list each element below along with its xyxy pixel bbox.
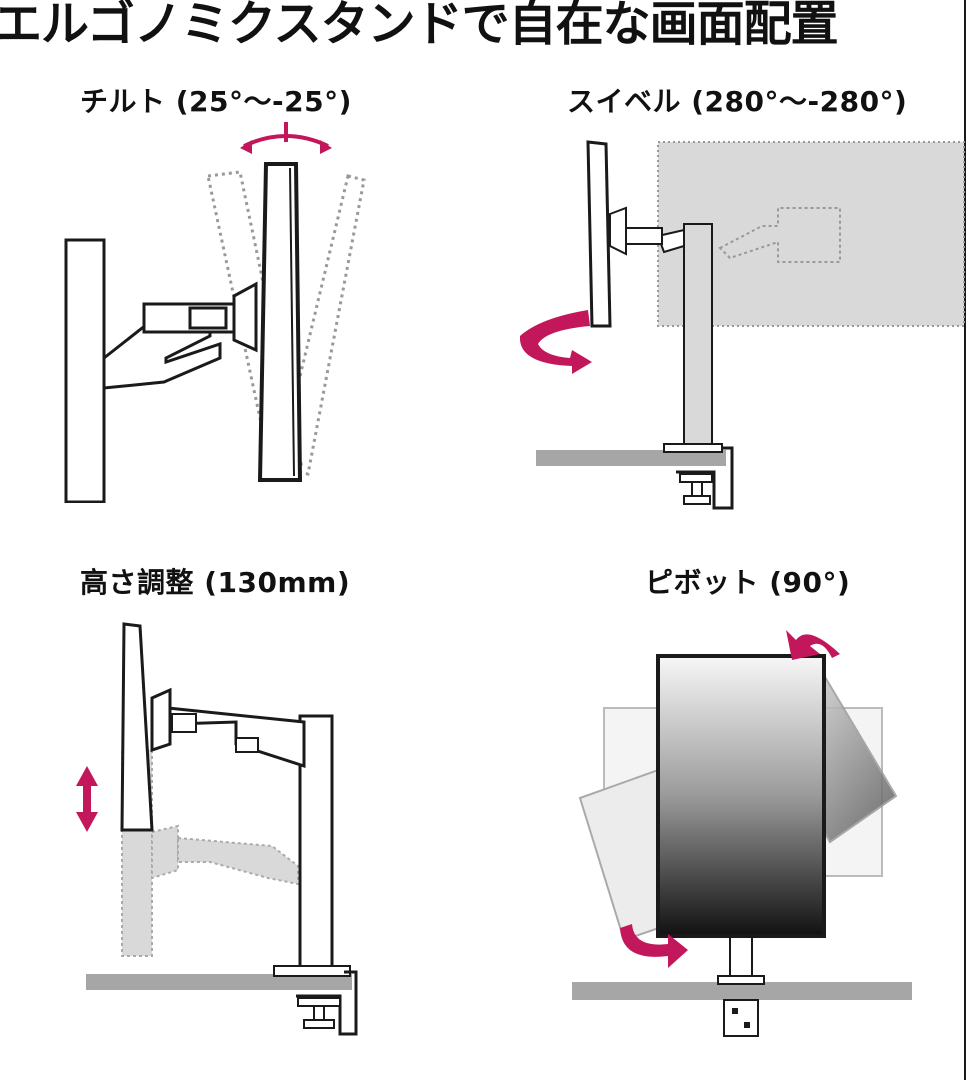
pivot-desk <box>572 982 912 1000</box>
page-title: エルゴノミクスタンドで自在な画面配置 <box>0 0 839 52</box>
height-desk <box>86 974 352 990</box>
swivel-caption: スイベル (280°～-280°) <box>567 85 908 118</box>
swivel-monitor <box>586 140 612 328</box>
swivel-desk <box>536 450 726 466</box>
height-diagram <box>60 610 400 1040</box>
height-clamp <box>296 970 358 1036</box>
swivel-diagram <box>500 130 966 515</box>
pivot-clamp <box>723 999 759 1037</box>
height-monitor <box>120 622 154 832</box>
tilt-ghost-outline <box>206 170 366 476</box>
tilt-pole <box>64 238 106 504</box>
swivel-pole <box>683 223 713 451</box>
pivot-arrow-bottom-icon <box>620 924 688 968</box>
tilt-arrow-icon <box>243 122 329 148</box>
tilt-caption: チルト (25°～-25°) <box>80 85 352 118</box>
pivot-arrow-top-icon <box>786 630 840 660</box>
height-arrow-icon <box>76 766 98 832</box>
page-right-border <box>964 0 966 1080</box>
pivot-diagram <box>560 610 960 1040</box>
pivot-monitor <box>656 654 826 938</box>
swivel-clamp <box>676 446 734 510</box>
pivot-caption: ピボット (90°) <box>645 566 851 599</box>
height-caption: 高さ調整 (130mm) <box>80 566 351 599</box>
swivel-arrow-icon <box>519 310 592 374</box>
tilt-diagram <box>60 118 380 504</box>
